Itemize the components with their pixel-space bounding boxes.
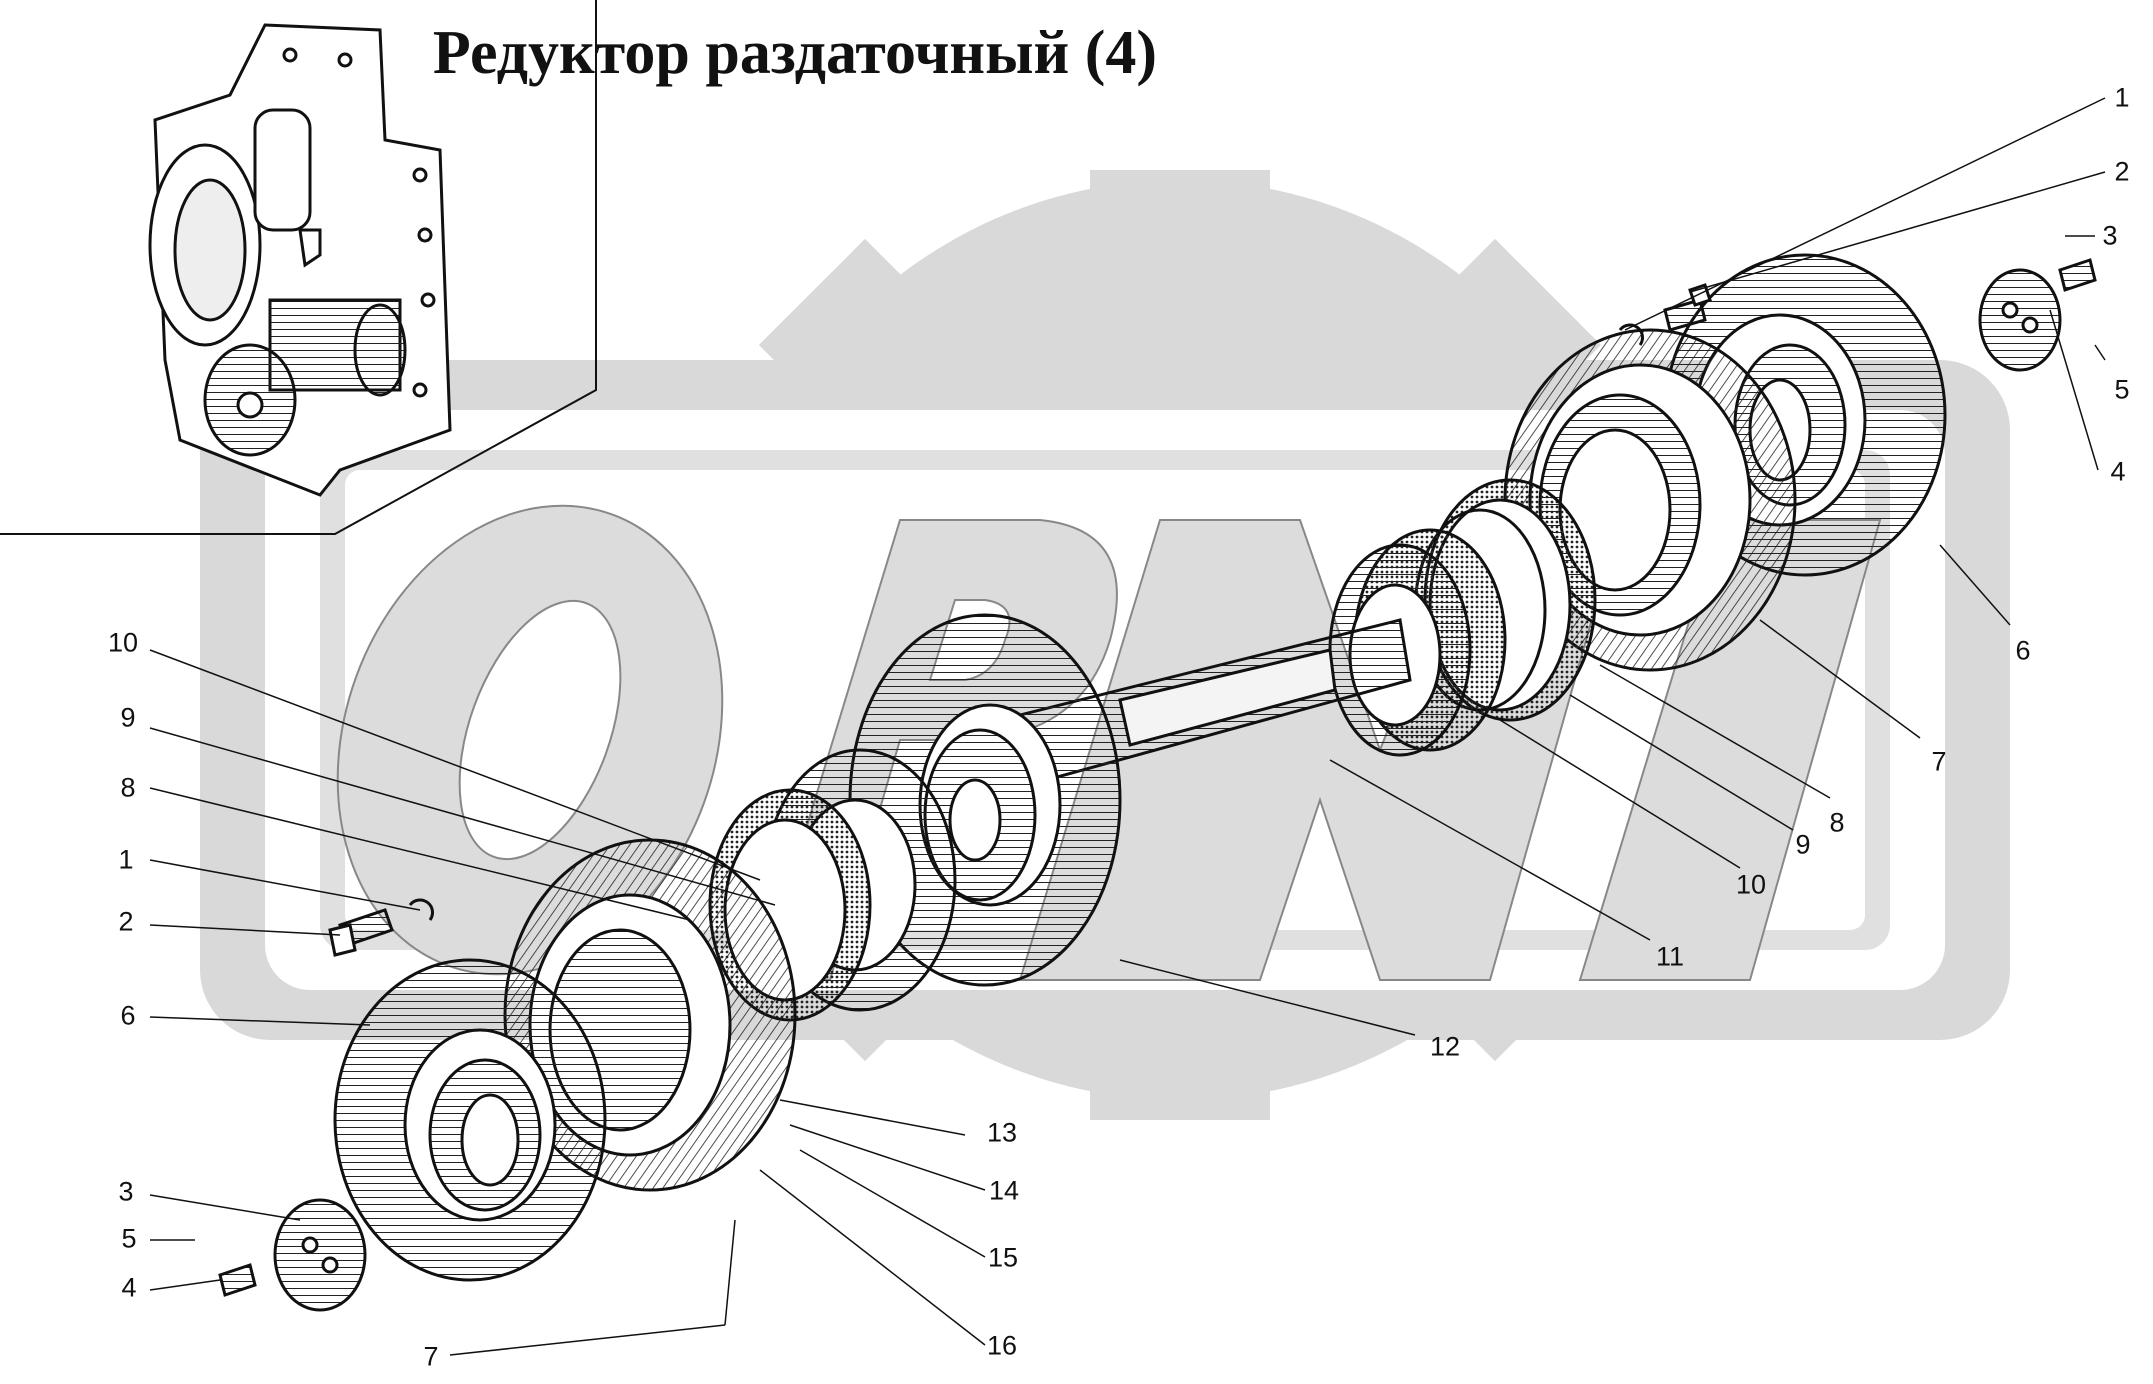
callout-right-3: 3 <box>2102 220 2118 251</box>
callout-left-2: 2 <box>118 906 134 937</box>
callout-right-1: 1 <box>2114 82 2130 113</box>
callout-left-13: 13 <box>986 1117 1018 1148</box>
callout-left-10: 10 <box>107 627 139 658</box>
callout-right-8: 8 <box>1829 807 1845 838</box>
drawing-title: Редуктор раздаточный (4) <box>432 19 1158 87</box>
left-bearing-cover <box>333 958 607 1282</box>
callout-right-12: 12 <box>1429 1031 1461 1062</box>
callout-left-8: 8 <box>120 772 136 803</box>
callout-left-15: 15 <box>987 1242 1019 1273</box>
callout-left-6: 6 <box>120 1000 136 1031</box>
callout-right-4: 4 <box>2110 456 2126 487</box>
callout-right-10: 10 <box>1735 869 1767 900</box>
callout-left-7: 7 <box>423 1341 439 1372</box>
right-small-fasteners <box>1618 258 2097 372</box>
callout-left-4: 4 <box>121 1272 137 1303</box>
callout-left-14: 14 <box>988 1175 1020 1206</box>
callout-right-9: 9 <box>1795 829 1811 860</box>
left-small-fasteners <box>218 898 434 1312</box>
inset-frame <box>0 0 597 535</box>
callout-left-3: 3 <box>118 1176 134 1207</box>
callout-right-11: 11 <box>1655 941 1685 972</box>
callout-right-7: 7 <box>1931 746 1947 777</box>
callout-right-2: 2 <box>2114 156 2130 187</box>
inset-gearbox-housing <box>148 23 452 497</box>
leader-lines <box>149 97 2106 1356</box>
callout-right-5: 5 <box>2114 374 2130 405</box>
callout-left-5: 5 <box>121 1223 137 1254</box>
callout-left-1: 1 <box>118 844 134 875</box>
callout-right-6: 6 <box>2015 635 2031 666</box>
callout-left-9: 9 <box>120 702 136 733</box>
callout-left-16: 16 <box>986 1330 1018 1361</box>
